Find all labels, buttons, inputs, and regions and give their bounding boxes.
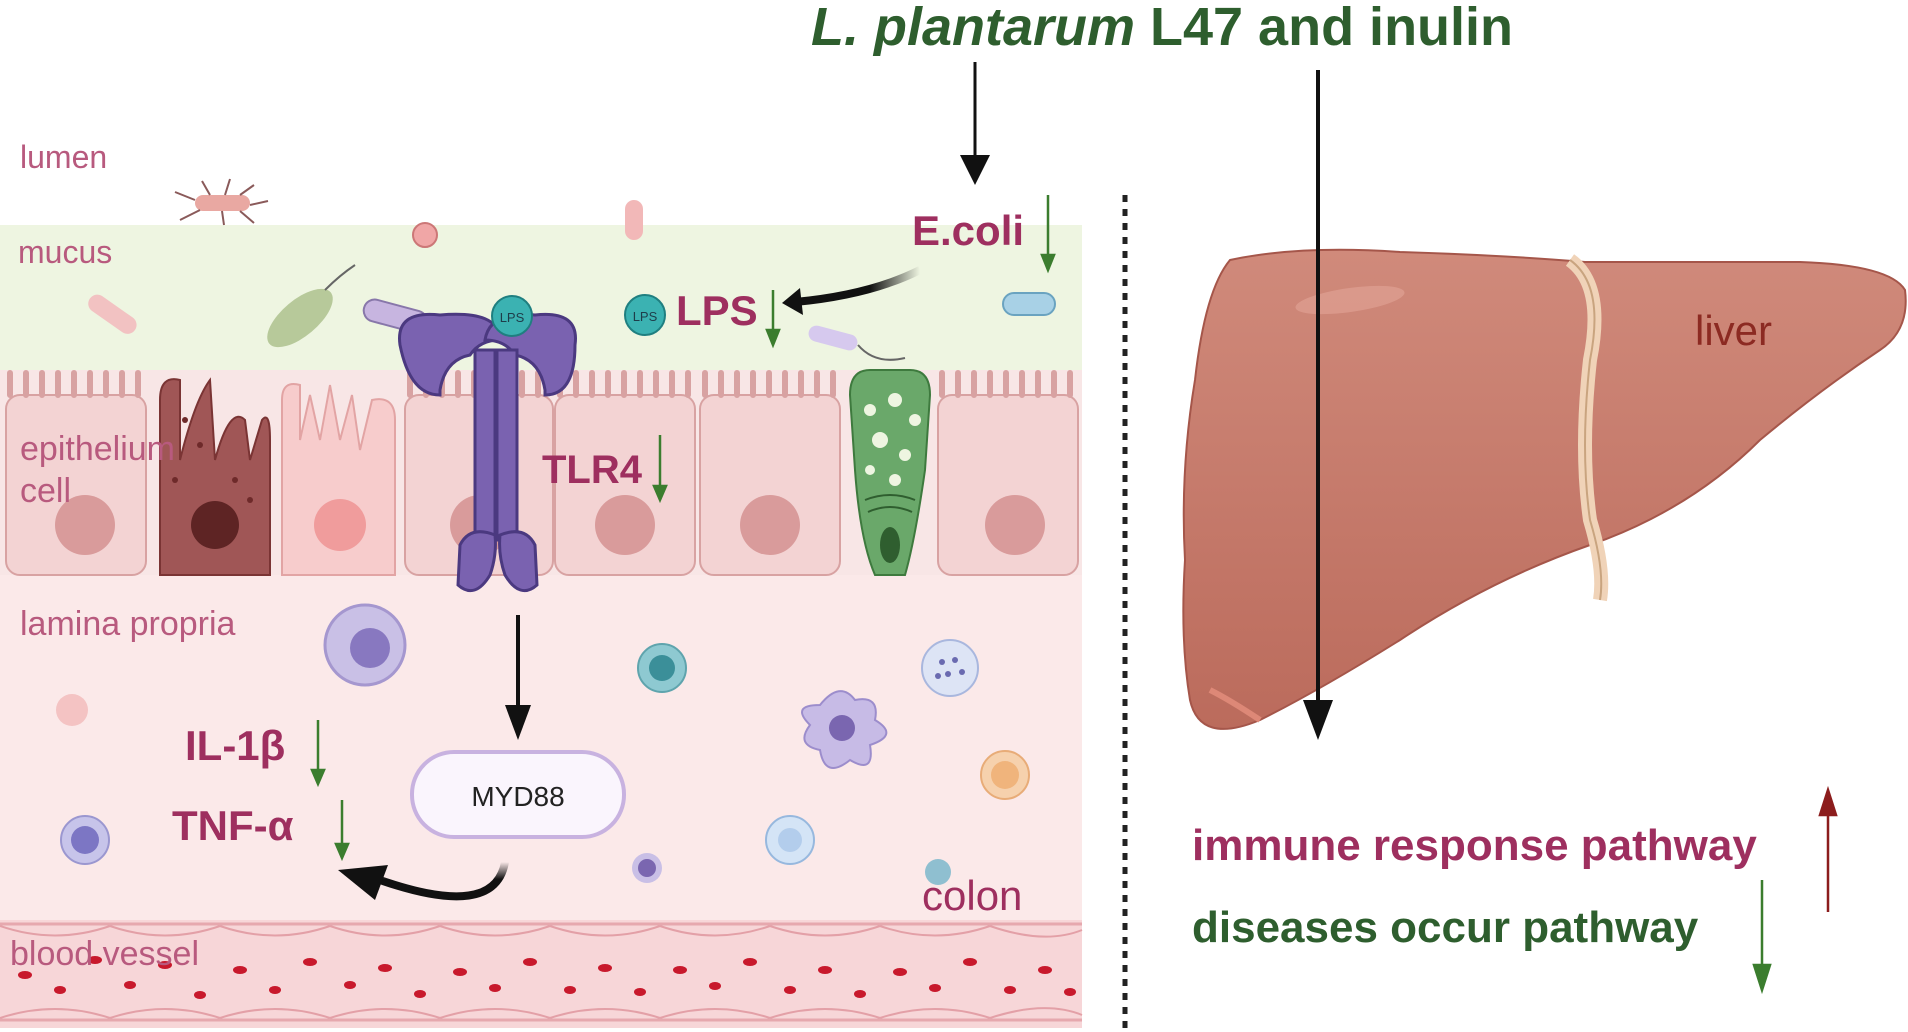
lps-molecule-icon <box>491 295 533 337</box>
bacterium-icon <box>88 294 137 334</box>
epithelial-cell <box>937 370 1079 576</box>
lumen-bacteria <box>88 178 1056 361</box>
neutrophil-icon <box>921 639 979 697</box>
myd88-to-cytokines-arrow <box>378 861 509 901</box>
myd88-box <box>410 750 626 839</box>
figure-title: L. plantarum L47 and inulin <box>811 0 1513 57</box>
goblet-dark-cell <box>159 377 271 576</box>
pathway-up-arrow <box>1818 785 1838 912</box>
lamina-propria-label: lamina propria <box>20 605 236 643</box>
red-blood-cells <box>18 956 1076 999</box>
bacterium-icon <box>412 222 438 248</box>
mucus-label: mucus <box>18 234 112 270</box>
goblet-green-cell <box>848 369 932 576</box>
epithelial-cells <box>5 369 1079 576</box>
lps-badge-label: LPS <box>633 309 658 324</box>
bacterium-icon <box>625 200 643 240</box>
liver-label: liver <box>1695 307 1772 354</box>
immune-response-pathway-label: immune response pathway <box>1192 821 1757 870</box>
dendritic-cell-icon <box>801 690 888 769</box>
epithelium-cell-label: cell <box>20 472 71 510</box>
immune-cells <box>56 603 1030 885</box>
diseases-occur-pathway-label: diseases occur pathway <box>1192 903 1699 952</box>
bacterium-icon <box>174 178 269 226</box>
tnfa-label: TNF-α <box>172 802 294 849</box>
tlr4-receptor <box>398 312 577 593</box>
lps-molecule-icon <box>624 294 666 336</box>
lps-badge-label: LPS <box>500 310 525 325</box>
lumen-label: lumen <box>20 139 107 175</box>
myd88-label: MYD88 <box>471 781 564 812</box>
liver-illustration <box>1182 248 1907 730</box>
tlr4-label: TLR4 <box>542 448 643 492</box>
ecoli-to-lps-arrow <box>794 266 922 306</box>
blood-vessel-cells <box>0 925 1083 1019</box>
title-italic: L. plantarum <box>811 0 1135 57</box>
bacterium-icon <box>1002 292 1056 316</box>
mast-cell-icon <box>56 694 88 726</box>
decrease-arrows <box>310 195 1056 862</box>
colon-label: colon <box>922 872 1022 919</box>
platelet-icon <box>925 859 951 885</box>
bacterium-icon <box>267 264 356 348</box>
title-rest: L47 and inulin <box>1135 0 1513 57</box>
ecoli-label: E.coli <box>912 207 1024 254</box>
il1b-label: IL-1β <box>185 722 285 769</box>
epithelial-cell <box>5 370 147 576</box>
pathway-down-arrow <box>1752 880 1772 995</box>
blood-vessel-label: blood vessel <box>10 935 199 973</box>
lps-label: LPS <box>676 287 758 334</box>
bacterium-icon <box>808 325 906 361</box>
epithelial-cell <box>699 370 841 576</box>
epithelium-label: epithelium <box>20 430 175 468</box>
pink-dotted-cell <box>281 383 396 576</box>
